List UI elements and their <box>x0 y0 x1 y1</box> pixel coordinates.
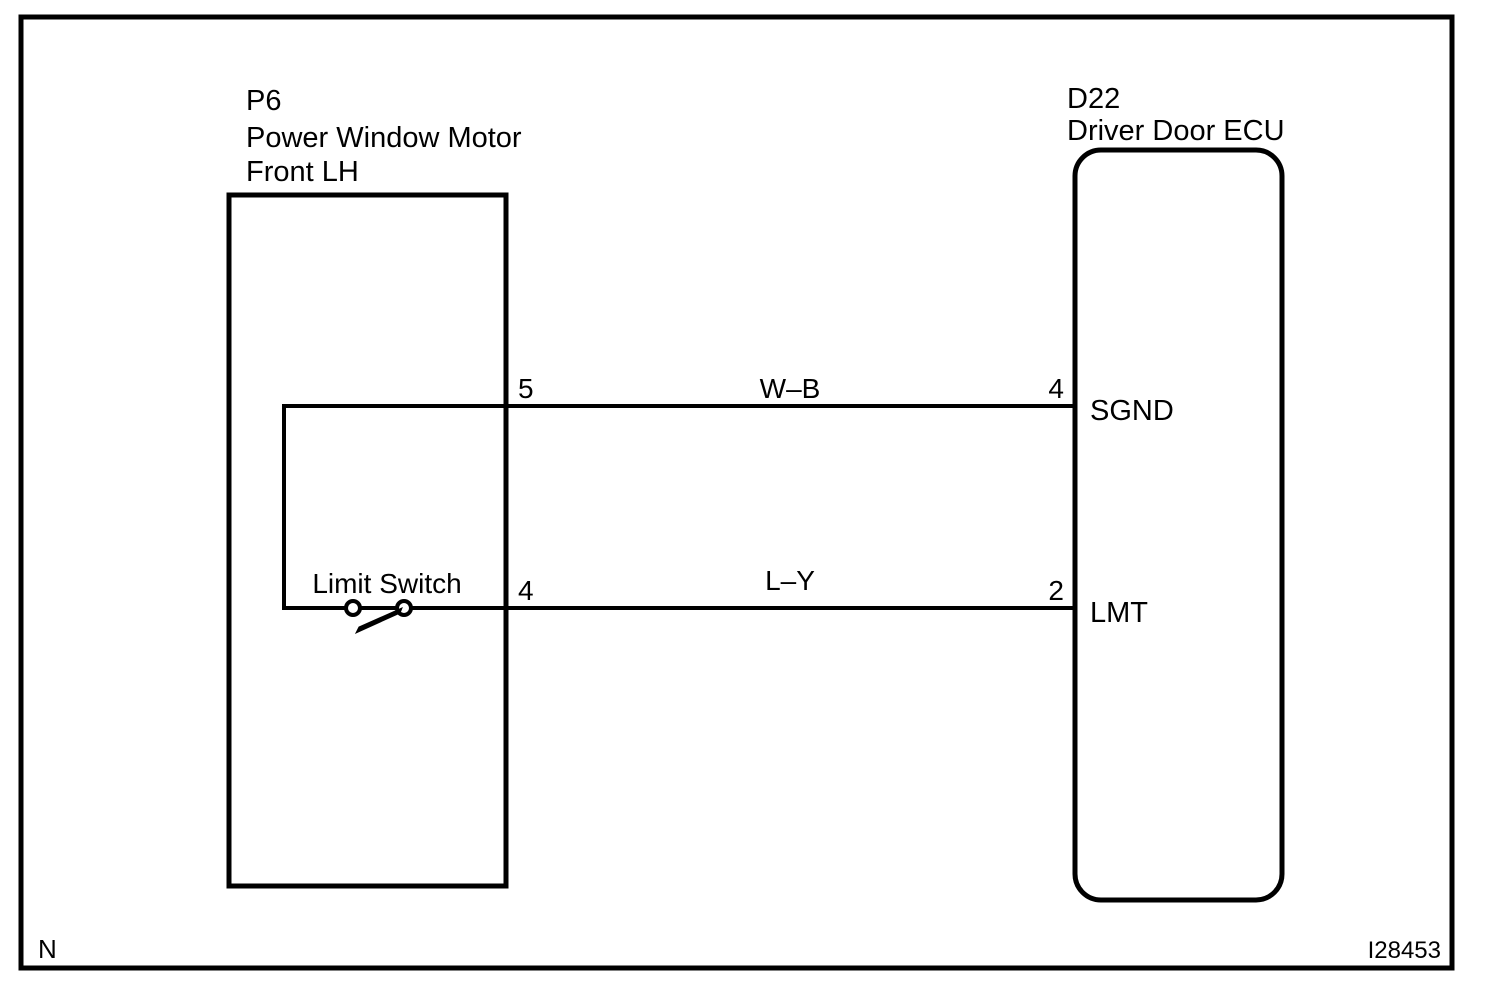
limit-switch-blade <box>354 607 403 635</box>
wire-label-l-y: L–Y <box>765 565 815 596</box>
frame-corner-label: N <box>38 934 57 964</box>
right-connector-id: D22 <box>1067 83 1120 115</box>
driver-door-ecu-box <box>1072 147 1285 903</box>
figure-code: I28453 <box>1368 937 1441 964</box>
left-component-name-line1: Power Window Motor <box>246 122 522 154</box>
ecu-terminal-lmt: LMT <box>1090 597 1148 629</box>
motor-pin-number-5: 5 <box>518 373 534 404</box>
ecu-pin-number-4: 4 <box>1048 373 1064 404</box>
right-component-name: Driver Door ECU <box>1067 115 1285 147</box>
motor-pin-number-4: 4 <box>518 575 534 606</box>
power-window-motor-box <box>226 192 509 889</box>
left-connector-id: P6 <box>246 85 281 117</box>
ecu-pin-number-2: 2 <box>1048 575 1064 606</box>
left-component-name-line2: Front LH <box>246 156 359 188</box>
limit-switch-terminal-left <box>344 599 362 617</box>
page-frame <box>18 14 1455 971</box>
limit-switch-label: Limit Switch <box>312 568 461 599</box>
ecu-terminal-sgnd: SGND <box>1090 395 1174 427</box>
wire-label-w-b: W–B <box>760 373 821 404</box>
